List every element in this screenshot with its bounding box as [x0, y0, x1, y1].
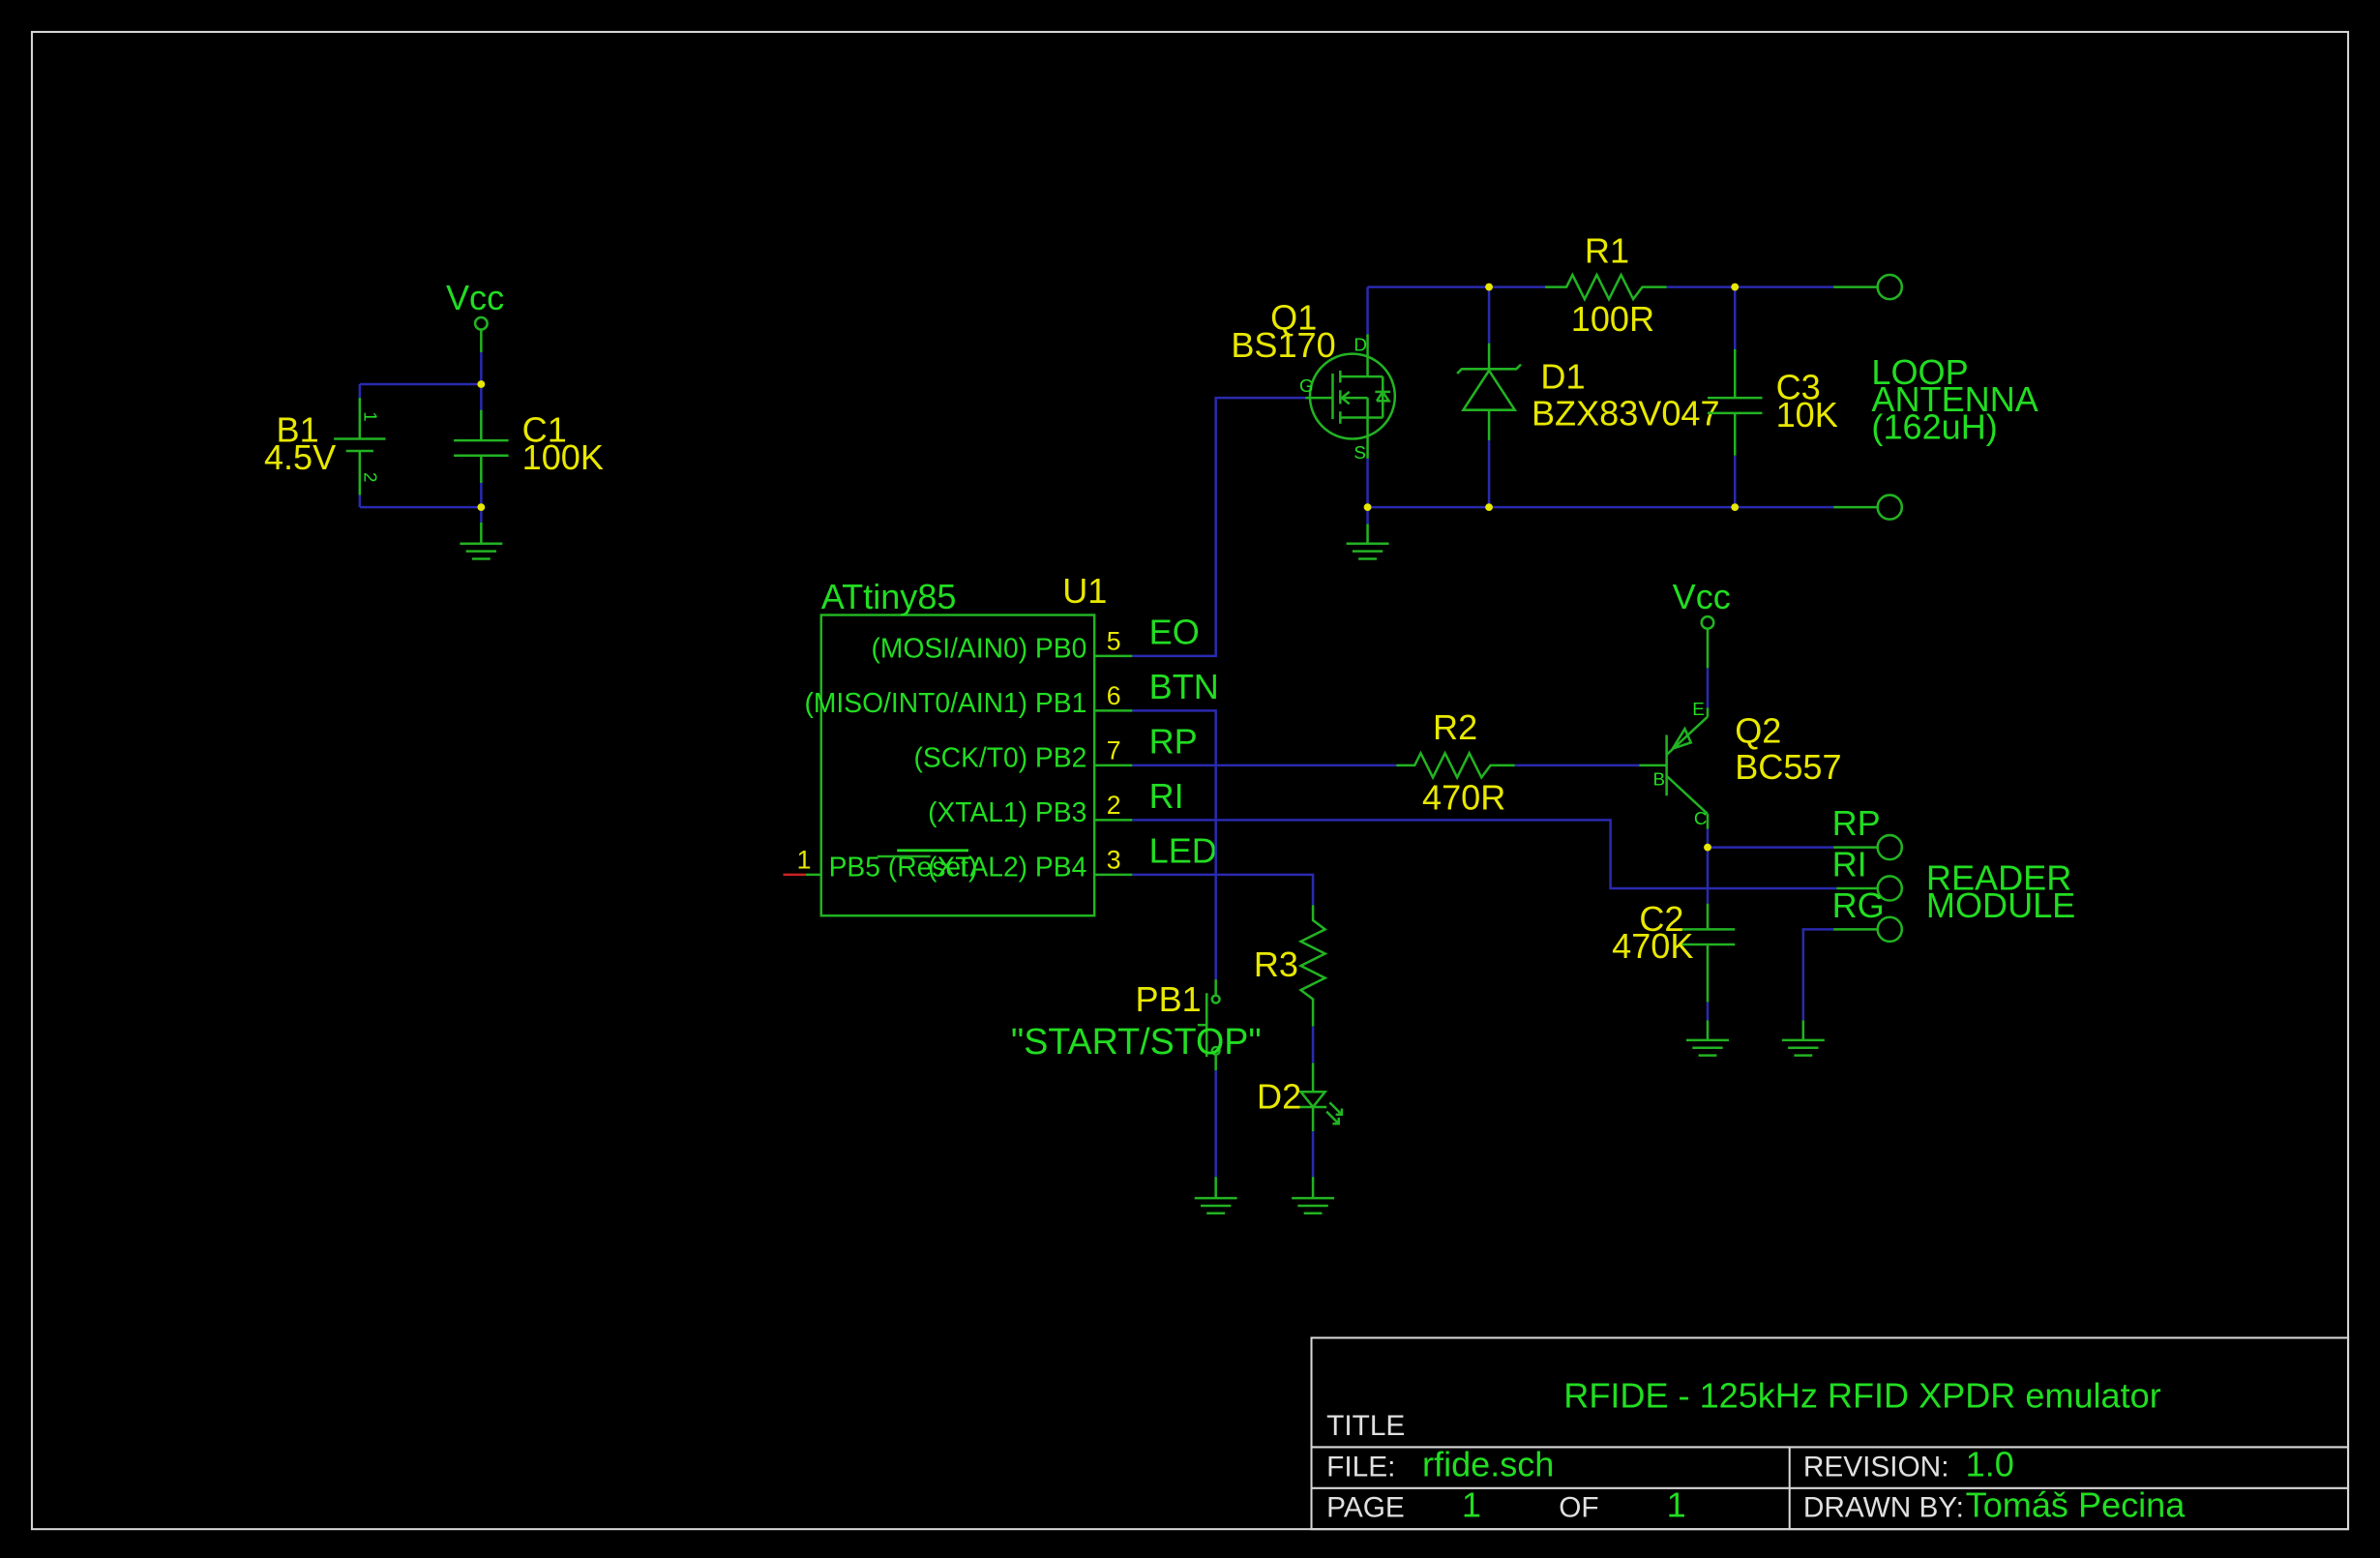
ground-symbol-pb1 — [1194, 1177, 1237, 1215]
revision-value: 1.0 — [1966, 1444, 2014, 1483]
of-label: OF — [1559, 1492, 1598, 1524]
power-section: Vcc 1 2 B1 4.5V C1 100K — [264, 278, 604, 560]
q2-value: BC557 — [1735, 747, 1841, 787]
u1-pin-label-pb4: (XTAL2) PB4 — [928, 851, 1086, 882]
r2-value: 470R — [1422, 777, 1505, 817]
u1-pin-label-pb2: (SCK/T0) PB2 — [913, 741, 1086, 772]
d1-ref: D1 — [1540, 357, 1585, 397]
drawn-by-value: Tomáš Pecina — [1966, 1485, 2187, 1525]
b1-ref: B1 — [277, 410, 319, 450]
u1-pin-num-1: 1 — [797, 846, 812, 875]
svg-text:D: D — [1354, 334, 1367, 354]
revision-label: REVISION: — [1803, 1451, 1949, 1483]
u1-pin-num-2: 2 — [1107, 791, 1121, 820]
r1-ref: R1 — [1585, 230, 1629, 270]
u1-pin-label-pb1: (MISO/INT0/AIN1) PB1 — [805, 687, 1087, 718]
net-label-led: LED — [1149, 830, 1217, 870]
u1-pin-num-5: 5 — [1107, 627, 1121, 656]
antenna-circuit-wires — [1363, 283, 1834, 524]
net-label-eo: EO — [1149, 612, 1200, 651]
d2-ref: D2 — [1257, 1077, 1301, 1117]
q2-ref: Q2 — [1735, 710, 1781, 750]
c1-ref: C1 — [522, 410, 567, 450]
vcc-label-top: Vcc — [446, 278, 504, 317]
resistor-r3 — [1297, 905, 1328, 1027]
antenna-label-line1: LOOP — [1871, 352, 1968, 392]
c2-value: 470K — [1612, 926, 1693, 966]
b1-value: 4.5V — [264, 437, 336, 477]
svg-text:S: S — [1354, 442, 1366, 463]
page-value: 1 — [1462, 1485, 1481, 1525]
c1-value: 100K — [522, 437, 604, 477]
reader-pin-rg: RG — [1832, 885, 1885, 925]
title-block: TITLE RFIDE - 125kHz RFID XPDR emulator … — [1310, 1336, 2350, 1531]
of-value: 1 — [1667, 1485, 1686, 1525]
capacitor-c1 — [454, 409, 509, 484]
vcc-terminal-q2 — [1700, 614, 1715, 630]
antenna-label-line2: ANTENNA — [1871, 379, 2038, 419]
ic-u1: ATtiny85 U1 (MOSI/AIN0) PB0 (MISO/INT0/A… — [783, 571, 1219, 917]
reader-pin-ri: RI — [1832, 844, 1867, 884]
capacitor-c3 — [1707, 348, 1763, 456]
zener-diode-d1 — [1456, 343, 1522, 441]
u1-pin-label-pb3: (XTAL1) PB3 — [928, 796, 1086, 827]
svg-text:E: E — [1692, 699, 1705, 719]
c2-ref: C2 — [1639, 899, 1683, 939]
reader-terminals — [1833, 833, 1904, 944]
svg-text:1: 1 — [361, 411, 381, 421]
ground-symbol-power — [460, 522, 503, 560]
r2-ref: R2 — [1433, 707, 1477, 747]
c3-value: 10K — [1776, 395, 1838, 434]
transistor-q2: E B C — [1639, 668, 1710, 829]
svg-text:B: B — [1653, 768, 1666, 789]
pb1-value: "START/STOP" — [1011, 1021, 1262, 1062]
antenna-label-line3: (162uH) — [1871, 406, 1997, 446]
ground-symbol-reader — [1781, 1020, 1825, 1057]
reader-label-line2: MODULE — [1926, 885, 2075, 925]
led-d2 — [1297, 1063, 1344, 1132]
reader-label-line1: READER — [1926, 858, 2071, 898]
page-label: PAGE — [1326, 1492, 1405, 1524]
u1-pin-num-3: 3 — [1107, 846, 1121, 875]
q1-value: BS170 — [1231, 325, 1335, 365]
vcc-label-q2: Vcc — [1673, 577, 1731, 616]
u1-pin-num-7: 7 — [1107, 736, 1121, 765]
u1-pin-label-pb0: (MOSI/AIN0) PB0 — [872, 632, 1087, 663]
reader-pin-rp: RP — [1832, 803, 1881, 843]
d1-value: BZX83V047 — [1532, 393, 1720, 433]
file-label: FILE: — [1326, 1451, 1395, 1483]
pb1-ref: PB1 — [1136, 979, 1202, 1019]
ground-symbol-q1 — [1346, 524, 1389, 560]
drawn-by-label: DRAWN BY: — [1803, 1492, 1964, 1524]
u1-wires — [1132, 396, 1837, 980]
capacitor-c2 — [1680, 903, 1736, 1003]
file-value: rfide.sch — [1422, 1444, 1554, 1483]
u1-ref: U1 — [1062, 571, 1107, 611]
title-value: RFIDE - 125kHz RFID XPDR emulator — [1563, 1376, 2160, 1416]
vcc-terminal-top — [473, 315, 489, 331]
ground-symbol-c2 — [1686, 1020, 1729, 1057]
title-label: TITLE — [1326, 1410, 1405, 1442]
resistor-r2 — [1396, 750, 1515, 781]
net-label-ri: RI — [1149, 776, 1184, 816]
antenna-terminals — [1833, 273, 1904, 521]
drawing-border — [30, 30, 2350, 1531]
resistor-r1 — [1545, 272, 1667, 302]
ground-symbol-d2 — [1292, 1177, 1335, 1215]
battery-b1: 1 2 — [334, 398, 386, 495]
u1-pin-num-6: 6 — [1107, 681, 1121, 710]
mosfet-q1: G D S — [1299, 334, 1397, 463]
pushbutton-pb1 — [1197, 979, 1221, 1071]
r1-value: 100R — [1571, 299, 1654, 339]
net-label-btn: BTN — [1149, 667, 1219, 706]
r3-ref: R3 — [1254, 944, 1298, 984]
svg-text:C: C — [1694, 808, 1708, 828]
svg-text:2: 2 — [361, 472, 381, 482]
q1-ref: Q1 — [1270, 298, 1317, 338]
c3-ref: C3 — [1776, 368, 1821, 407]
u1-part-label: ATtiny85 — [821, 577, 957, 616]
svg-text:G: G — [1299, 375, 1314, 396]
net-label-rp: RP — [1149, 721, 1198, 761]
